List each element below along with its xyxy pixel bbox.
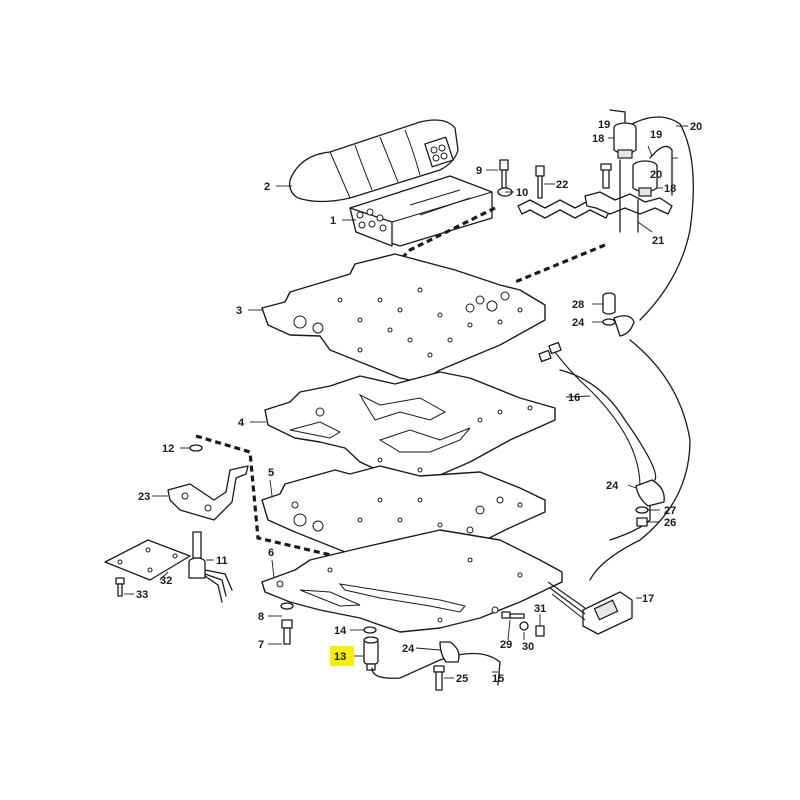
part-21-bracket [584,163,673,215]
part-14-o-ring [363,626,377,634]
leader-lines [124,125,688,679]
callout-10: 10 [516,187,528,199]
part-32-cover-plate [104,539,191,581]
callout-18a: 18 [592,133,604,145]
part-24-clip-bottom [439,641,460,663]
callout-2: 2 [264,181,270,193]
part-26-nut [636,517,648,527]
callout-21: 21 [652,235,664,247]
part-2-cover [289,119,459,203]
part-9-bolt [499,159,509,189]
part-30-washer [519,621,529,631]
part-5-plate [261,465,546,575]
part-16-harness-connector-b [548,341,562,355]
callout-11: 11 [216,555,228,567]
callout-25: 25 [456,673,468,685]
part-28-bushing [602,292,616,315]
callout-7: 7 [258,639,264,651]
part-11-sensor [188,531,233,603]
part-18-solenoid-lower [632,160,658,197]
part-33-bolt [115,577,125,597]
callout-9: 9 [476,165,482,177]
callout-24a: 24 [572,317,585,329]
callout-12: 12 [162,443,174,455]
callout-28: 28 [572,299,584,311]
callout-4: 4 [238,417,245,429]
callout-5: 5 [268,467,274,479]
callout-31: 31 [534,603,546,615]
callout-29: 29 [500,639,512,651]
callout-30: 30 [522,641,534,653]
callout-19a: 19 [598,119,610,131]
callout-18b: 18 [664,183,676,195]
callout-17: 17 [642,593,654,605]
part-29-bolt [501,611,525,619]
callout-19b: 19 [650,129,662,141]
part-17-connector [582,591,633,635]
part-8-washer [280,602,294,610]
part-31-bolt [535,625,545,637]
callout-6: 6 [268,547,274,559]
callout-1: 1 [330,215,336,227]
part-4-plate [264,371,556,489]
callout-8: 8 [258,611,264,623]
part-24-clip-top [602,315,635,337]
callout-27: 27 [664,505,676,517]
part-12-washer [189,444,203,452]
part-27-washer [635,506,649,514]
part-3-plate [261,253,546,383]
callout-32: 32 [160,575,172,587]
callout-16: 16 [568,392,580,404]
callout-24b: 24 [606,480,619,492]
callout-26: 26 [664,517,676,529]
callout-24c: 24 [402,643,415,655]
part-25-bolt [433,665,445,691]
part-24-clip-right [635,479,665,507]
callout-33: 33 [136,589,148,601]
part-16-harness-connector-a [538,349,552,363]
callout-20b: 20 [650,169,662,181]
callout-23: 23 [138,491,150,503]
part-23-bracket [167,465,249,521]
part-6-plate [261,529,563,633]
callout-3: 3 [236,305,242,317]
callout-15: 15 [492,673,504,685]
callout-13: 13 [334,651,346,663]
callout-14: 14 [334,625,347,637]
callout-22: 22 [556,179,568,191]
callout-labels: 1 2 3 4 5 6 7 8 9 10 11 12 13 14 15 16 1… [136,119,702,685]
part-18-solenoid-upper [613,122,637,159]
callout-20a: 20 [690,121,702,133]
part-13-sensor [363,636,379,671]
highlight-13 [330,646,354,666]
part-22-bolt [535,165,545,199]
part-7-bolt [281,619,293,645]
